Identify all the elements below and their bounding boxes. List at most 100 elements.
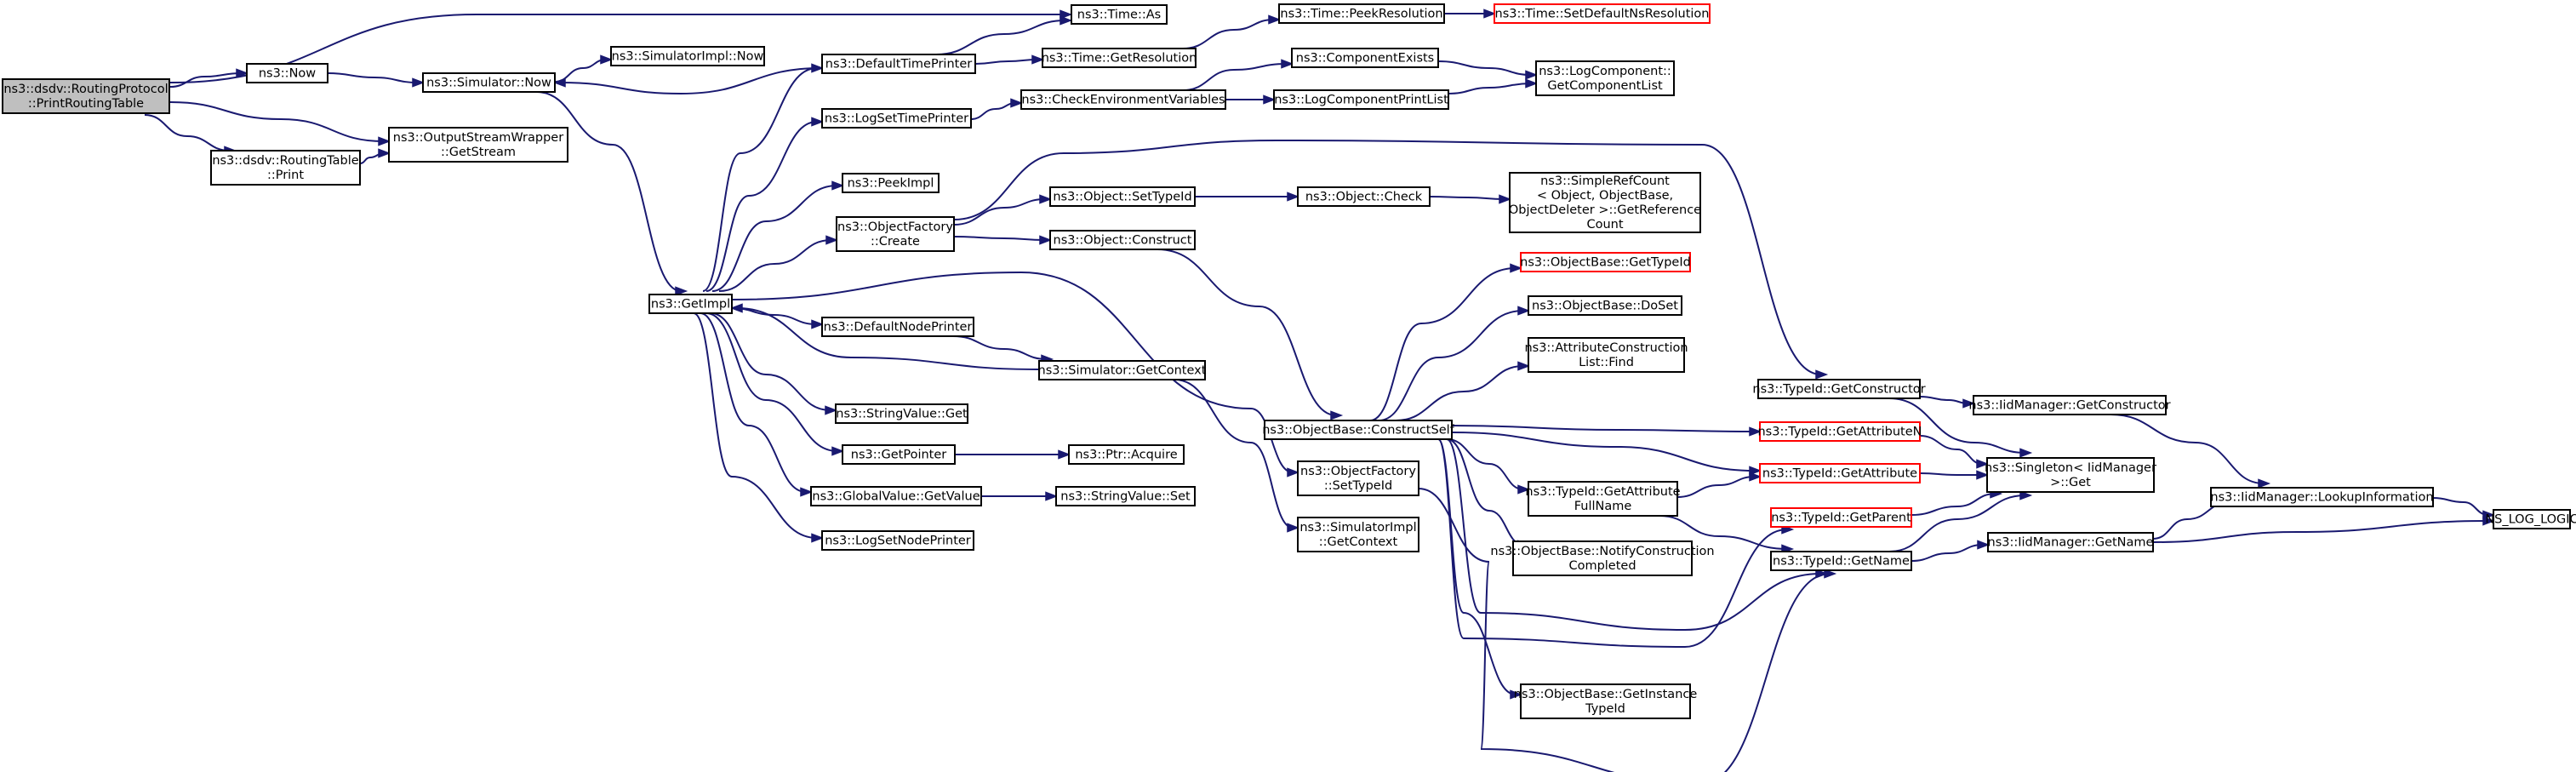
node-objbaseconstructself[interactable]: ns3::ObjectBase::ConstructSelf xyxy=(1262,420,1455,440)
node-label: ns3::SimpleRefCount xyxy=(1540,174,1670,188)
edge-typeidgetctor-to-iidgetctor xyxy=(1919,396,1976,409)
node-box xyxy=(821,108,972,129)
node-box xyxy=(1759,463,1921,483)
node-label: ns3::Singleton< IidManager xyxy=(1985,461,2156,475)
node-objbasedoset[interactable]: ns3::ObjectBase::DoSet xyxy=(1528,295,1682,316)
node-typeidgetparent[interactable]: ns3::TypeId::GetParent xyxy=(1770,507,1912,528)
node-simplerefcount[interactable]: ns3::SimpleRefCount< Object, ObjectBase,… xyxy=(1509,172,1701,233)
arrowhead-icon xyxy=(1962,398,1976,409)
node-box xyxy=(1055,486,1196,506)
edge-objbaseconstructself-to-typeidgetattr xyxy=(1451,432,1762,476)
edge-objfactcreate-to-objconstruct xyxy=(953,235,1053,245)
edge-objconstruct-to-objbaseconstructself xyxy=(1157,249,1344,420)
node-box xyxy=(1071,4,1168,25)
node-osw[interactable]: ns3::OutputStreamWrapper::GetStream xyxy=(388,127,568,163)
arrowhead-icon xyxy=(1039,235,1053,245)
node-timegetres[interactable]: ns3::Time::GetResolution xyxy=(1042,48,1197,68)
arrowhead-icon xyxy=(412,77,426,88)
arrowhead-icon xyxy=(552,77,566,88)
node-label: ns3::SimulatorImpl xyxy=(1299,521,1416,535)
node-peekimpl[interactable]: ns3::PeekImpl xyxy=(842,173,940,193)
node-simimplgetctx[interactable]: ns3::SimulatorImpl::GetContext xyxy=(1297,517,1419,552)
node-timepeekres[interactable]: ns3::Time::PeekResolution xyxy=(1278,3,1445,24)
node-logcompget[interactable]: ns3::LogComponent::GetComponentList xyxy=(1535,60,1675,96)
node-objfactcreate[interactable]: ns3::ObjectFactory::Create xyxy=(836,216,955,252)
node-typeidgetattr[interactable]: ns3::TypeId::GetAttribute xyxy=(1759,463,1921,483)
node-objbasegettid[interactable]: ns3::ObjectBase::GetTypeId xyxy=(1520,252,1691,272)
node-simnow[interactable]: ns3::Simulator::Now xyxy=(422,72,556,93)
node-label: ns3::AttributeConstruction xyxy=(1524,341,1688,355)
node-objfactsettid[interactable]: ns3::ObjectFactory::SetTypeId xyxy=(1297,460,1419,496)
node-strvalset[interactable]: ns3::StringValue::Set xyxy=(1055,486,1196,506)
node-objcheck[interactable]: ns3::Object::Check xyxy=(1297,186,1431,207)
arrowhead-icon xyxy=(378,148,391,158)
node-singletonget[interactable]: ns3::Singleton< IidManager >::Get xyxy=(1985,457,2156,493)
node-typeidgetattrn[interactable]: ns3::TypeId::GetAttributeN xyxy=(1757,421,1922,442)
node-label: ns3::DefaultTimePrinter xyxy=(825,58,972,71)
node-iidlookup[interactable]: ns3::IidManager::LookupInformation xyxy=(2210,487,2434,507)
node-box xyxy=(1038,360,1206,380)
node-box xyxy=(1528,481,1678,517)
node-box xyxy=(1520,252,1691,272)
arrowhead-icon xyxy=(729,303,743,313)
node-box xyxy=(836,216,955,252)
node-typeidgetname[interactable]: ns3::TypeId::GetName xyxy=(1770,551,1912,571)
edge-root-to-now xyxy=(169,68,249,88)
node-simgetctx[interactable]: ns3::Simulator::GetContext xyxy=(1038,360,1207,380)
node-box xyxy=(1535,60,1675,96)
arrowhead-icon xyxy=(1976,459,1990,469)
edge-getimpl-to-objfactsettid xyxy=(731,271,1300,477)
node-timesetdef[interactable]: ns3::Time::SetDefaultNsResolution xyxy=(1494,3,1711,24)
node-now[interactable]: ns3::Now xyxy=(246,63,328,83)
node-box xyxy=(842,173,940,193)
node-box xyxy=(1528,337,1685,373)
node-getimpl[interactable]: ns3::GetImpl xyxy=(648,294,733,314)
node-logcompprint[interactable]: ns3::LogComponentPrintList xyxy=(1273,89,1449,110)
node-objconstruct[interactable]: ns3::Object::Construct xyxy=(1049,230,1196,250)
node-box xyxy=(1520,683,1691,719)
node-globalvalget[interactable]: ns3::GlobalValue::GetValue xyxy=(810,486,982,506)
node-timeas[interactable]: ns3::Time::As xyxy=(1071,4,1168,25)
arrowhead-icon xyxy=(1510,689,1523,700)
node-logsettp[interactable]: ns3::LogSetTimePrinter xyxy=(821,108,972,129)
node-strvalget[interactable]: ns3::StringValue::Get xyxy=(835,403,968,424)
node-label: ns3::Time::As xyxy=(1077,9,1161,22)
node-rtprint[interactable]: ns3::dsdv::RoutingTable::Print xyxy=(210,150,361,186)
node-label: ns3::IidManager::LookupInformation xyxy=(2210,491,2433,505)
node-iidgetname[interactable]: ns3::IidManager::GetName xyxy=(1987,532,2154,552)
node-label: ns3::DefaultNodePrinter xyxy=(824,321,973,335)
node-label: < Object, ObjectBase, xyxy=(1537,189,1673,203)
node-box xyxy=(1273,89,1449,110)
node-simimplnow[interactable]: ns3::SimulatorImpl::Now xyxy=(610,46,765,66)
edge-objbaseconstructself-to-objbasegettid xyxy=(1369,263,1523,421)
arrowhead-icon xyxy=(2482,516,2496,526)
edge-checkenv-to-logcompprint xyxy=(1225,94,1277,105)
arrowhead-icon xyxy=(600,54,614,65)
node-label: ns3::LogSetNodePrinter xyxy=(825,535,971,548)
node-checkenv[interactable]: ns3::CheckEnvironmentVariables xyxy=(1020,89,1226,110)
node-deftp[interactable]: ns3::DefaultTimePrinter xyxy=(821,54,976,74)
edge-typeidgetname-to-singletonget xyxy=(1888,490,2033,552)
arrowhead-icon xyxy=(1060,15,1073,26)
node-logsetnp[interactable]: ns3::LogSetNodePrinter xyxy=(821,530,974,551)
node-nslog[interactable]: NS_LOG_LOGIC xyxy=(2485,509,2576,529)
node-defnodeprinter[interactable]: ns3::DefaultNodePrinter xyxy=(821,317,974,337)
node-objbasenotify[interactable]: ns3::ObjectBase::NotifyConstructionCompl… xyxy=(1490,540,1715,576)
node-getpointer[interactable]: ns3::GetPointer xyxy=(842,444,956,465)
node-label: ns3::Ptr::Acquire xyxy=(1075,449,1177,462)
node-label: ns3::PeekImpl xyxy=(848,177,934,191)
node-typeidgetctor[interactable]: ns3::TypeId::GetConstructor xyxy=(1752,379,1926,399)
node-ptracquire[interactable]: ns3::Ptr::Acquire xyxy=(1068,444,1185,465)
node-box xyxy=(1987,532,2154,552)
node-root[interactable]: ns3::dsdv::RoutingProtocol::PrintRouting… xyxy=(2,78,170,114)
edge-getimpl-to-logsetnp xyxy=(693,312,825,543)
node-iidgetctor[interactable]: ns3::IidManager::GetConstructor xyxy=(1968,395,2171,415)
node-label: ns3::GetPointer xyxy=(851,449,947,462)
node-objsettypeid[interactable]: ns3::Object::SetTypeId xyxy=(1049,186,1196,207)
edge-getimpl-to-logsettp xyxy=(705,117,825,292)
arrowhead-icon xyxy=(1525,78,1539,89)
node-compexists[interactable]: ns3::ComponentExists xyxy=(1291,48,1439,68)
